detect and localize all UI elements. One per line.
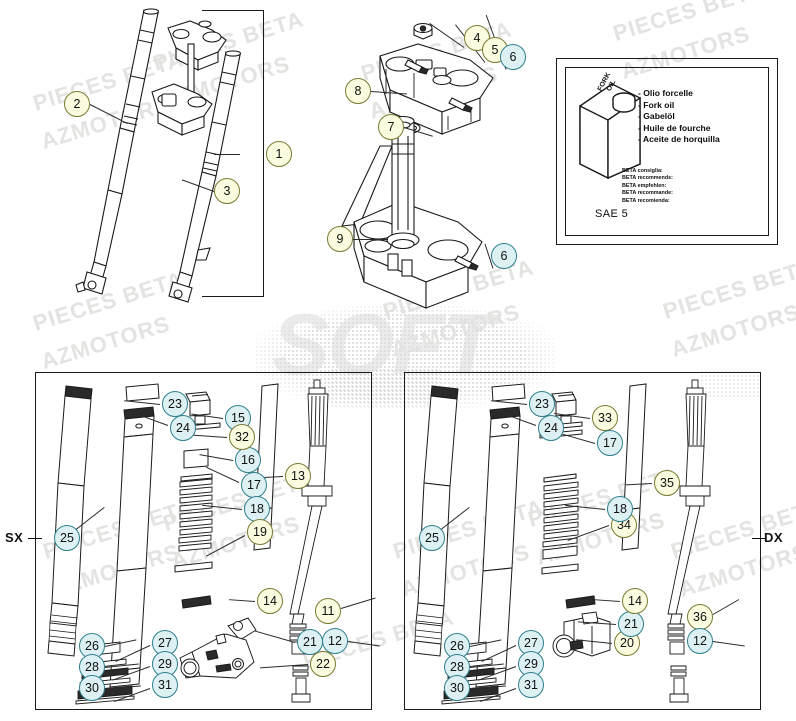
watermark-line2: AZMOTORS (388, 298, 523, 362)
side-label-sx-line (28, 538, 42, 540)
watermark-line2: AZMOTORS (38, 310, 173, 374)
callout-12[interactable]: 12 (687, 628, 713, 654)
side-label-sx: SX (5, 530, 24, 545)
watermark-line2: AZMOTORS (668, 298, 796, 362)
callout-17[interactable]: 17 (241, 472, 267, 498)
side-label-dx: DX (764, 530, 784, 545)
callout-23[interactable]: 23 (529, 391, 555, 417)
callout-30[interactable]: 30 (444, 675, 470, 701)
callout-3[interactable]: 3 (214, 178, 240, 204)
callout-24[interactable]: 24 (170, 415, 196, 441)
oil-lang-1: - Fork oil (638, 99, 675, 110)
callout-9[interactable]: 9 (327, 226, 353, 252)
oil-lang-0: - Olio forcelle (638, 88, 693, 98)
beta-line-2: BETA empfehlen: (622, 182, 667, 189)
callout-6[interactable]: 6 (500, 44, 526, 70)
callout-12[interactable]: 12 (322, 628, 348, 654)
callout-36[interactable]: 36 (687, 604, 713, 630)
callout-19[interactable]: 19 (247, 519, 273, 545)
side-label-dx-line (752, 538, 766, 540)
oil-beta-recommendation: BETA consiglia: BETA recommends: BETA em… (622, 168, 673, 205)
callout-24[interactable]: 24 (538, 415, 564, 441)
fork-assembly-art (75, 8, 242, 303)
callout-7[interactable]: 7 (378, 114, 404, 140)
oil-lang-2: - Gabelöl (638, 111, 675, 122)
callout-35[interactable]: 35 (654, 470, 680, 496)
callout-18[interactable]: 18 (607, 496, 633, 522)
callout-21[interactable]: 21 (618, 611, 644, 637)
callout-leader-line (353, 239, 388, 240)
watermark-line1: PIECES BETA (610, 0, 767, 46)
callout-2[interactable]: 2 (64, 91, 90, 117)
callout-14[interactable]: 14 (622, 588, 648, 614)
callout-32[interactable]: 32 (229, 424, 255, 450)
callout-25[interactable]: 25 (419, 525, 445, 551)
oil-lang-4: - Aceite de horquilla (638, 134, 720, 145)
group-bracket-1 (202, 10, 264, 297)
callout-17[interactable]: 17 (597, 430, 623, 456)
callout-25[interactable]: 25 (54, 525, 80, 551)
callout-16[interactable]: 16 (235, 447, 261, 473)
dx-panel (404, 372, 761, 710)
beta-line-0: BETA consiglia: (622, 168, 663, 174)
callout-30[interactable]: 30 (79, 675, 105, 701)
watermark-line1: PIECES BETA (660, 254, 796, 324)
oil-language-list: - Olio forcelle - Fork oil - Gabelöl - H… (638, 88, 720, 146)
oil-box-inner-frame (565, 67, 769, 236)
callout-14[interactable]: 14 (257, 588, 283, 614)
oil-bottle-icon (579, 83, 641, 180)
beta-line-4: BETA recomienda: (622, 197, 670, 204)
callout-31[interactable]: 31 (152, 672, 178, 698)
callout-21[interactable]: 21 (297, 629, 323, 655)
callout-leader-line (214, 154, 240, 155)
callout-1[interactable]: 1 (266, 141, 292, 167)
oil-lang-3: - Huile de fourche (638, 122, 711, 133)
callout-29[interactable]: 29 (152, 651, 178, 677)
sx-panel (35, 372, 372, 710)
callout-23[interactable]: 23 (162, 391, 188, 417)
dx-fork-internals-art (413, 379, 711, 705)
beta-line-3: BETA recommande: (622, 190, 673, 197)
callout-31[interactable]: 31 (518, 672, 544, 698)
sx-fork-internals-art (47, 379, 333, 705)
triple-clamp-art (341, 22, 494, 309)
callout-8[interactable]: 8 (345, 78, 371, 104)
oil-sae-grade: SAE 5 (595, 208, 629, 220)
callout-11[interactable]: 11 (315, 598, 341, 624)
callout-33[interactable]: 33 (592, 405, 618, 431)
callout-13[interactable]: 13 (285, 463, 311, 489)
callout-22[interactable]: 22 (310, 651, 336, 677)
beta-line-1: BETA recommends: (622, 175, 673, 182)
oil-box-outer-frame (556, 58, 778, 245)
callout-18[interactable]: 18 (244, 496, 270, 522)
callout-6[interactable]: 6 (491, 243, 517, 269)
